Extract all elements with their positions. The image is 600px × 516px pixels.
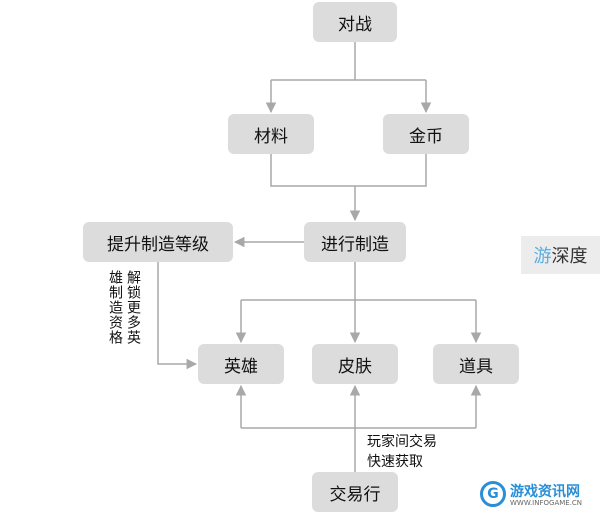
- node-items: 道具: [433, 344, 519, 384]
- node-upgrade-crafting-level: 提升制造等级: [83, 222, 233, 262]
- edge-inputs-merge: [270, 154, 427, 187]
- site-watermark: G 游戏资讯网 WWW.INFOGAME.CN: [480, 478, 598, 512]
- node-heroes: 英雄: [198, 344, 284, 384]
- node-marketplace: 交易行: [312, 472, 398, 512]
- node-materials: 材料: [228, 114, 314, 154]
- arrow-upgrade-to-heroes: [157, 262, 198, 370]
- trade-note-line-1: 玩家间交易: [367, 434, 437, 450]
- depth-badge-text: 深度: [551, 246, 588, 267]
- node-battle: 对战: [313, 2, 397, 42]
- trade-note-line-2: 快速获取: [367, 454, 423, 470]
- watermark-name: 游戏资讯网: [510, 484, 580, 500]
- depth-badge: 游深度: [521, 236, 600, 274]
- node-gold: 金币: [383, 114, 469, 154]
- watermark-url: WWW.INFOGAME.CN: [510, 499, 583, 507]
- node-crafting: 进行制造: [304, 222, 406, 262]
- watermark-logo-icon: G: [480, 481, 506, 507]
- depth-badge-accent: 游: [533, 246, 552, 267]
- upgrade-note-column-2: 雄制造资格: [107, 270, 123, 345]
- edge-market-split: [241, 427, 476, 472]
- upgrade-note-column-1: 解锁更多英: [125, 270, 141, 345]
- node-skins: 皮肤: [312, 344, 398, 384]
- edge-craft-split: [241, 262, 476, 301]
- edge-battle-to-materials-gold: [271, 42, 426, 81]
- trade-note: 玩家间交易 快速获取: [367, 432, 437, 472]
